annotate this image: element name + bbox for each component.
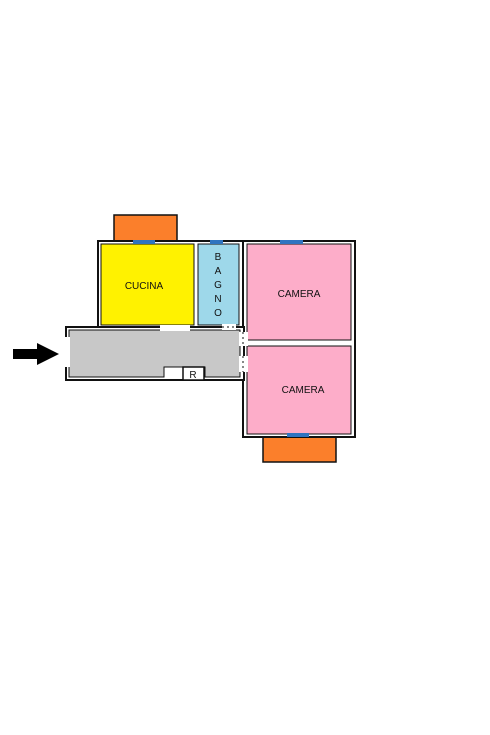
label-closet: R [189,370,196,381]
label-bathroom-g: G [214,280,222,291]
entrance-arrow-icon [13,343,59,365]
room-hallway [68,329,241,378]
room-bedroom-bottom [246,345,352,435]
room-kitchen [100,243,195,326]
label-bathroom-n: N [214,294,221,305]
label-bathroom-o: O [214,308,222,319]
label-kitchen: CUCINA [125,281,164,292]
room-bathroom [197,243,240,326]
window-bedroom-top [280,240,303,244]
window-bathroom [210,240,223,244]
label-bedroom-bottom: CAMERA [282,385,325,396]
door-kitchen [160,325,190,331]
room-closet [182,366,205,381]
door-bedroom-bottom [239,356,248,372]
label-bathroom-b: B [215,252,222,263]
label-bathroom-a: A [215,266,222,277]
balcony-bottom [262,435,337,463]
door-entrance [63,337,70,367]
balcony-top [113,214,178,243]
label-bedroom-top: CAMERA [278,289,321,300]
room-bedroom-top [246,243,352,341]
window-bedroom-bottom [287,433,309,437]
window-kitchen [133,240,155,244]
